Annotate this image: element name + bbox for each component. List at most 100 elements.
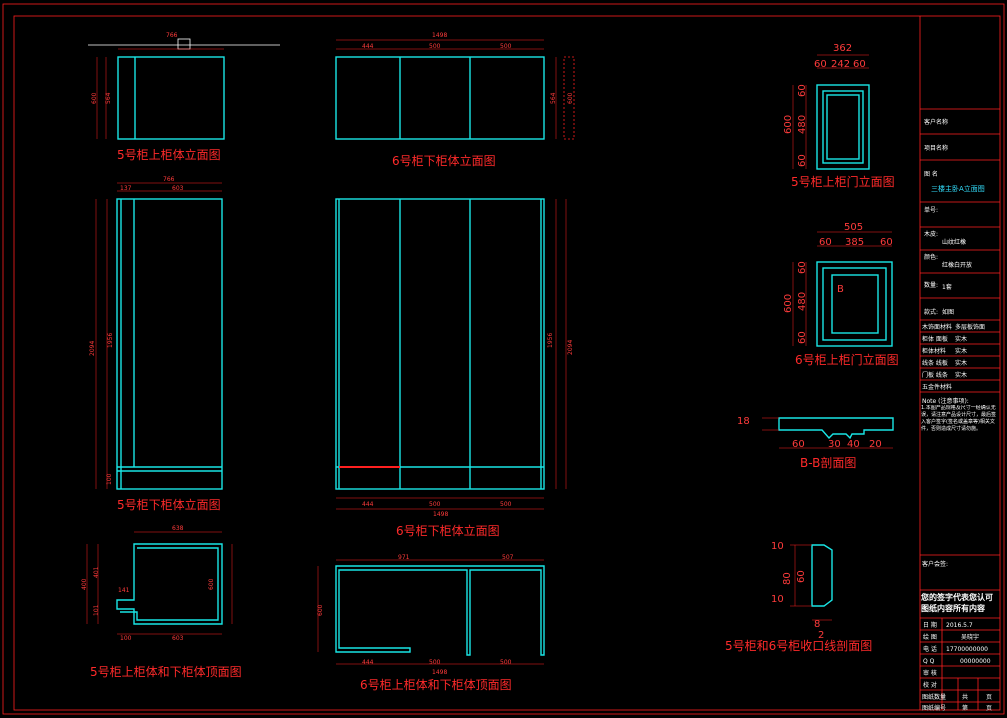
dim-plan5-h3: 141 bbox=[118, 587, 130, 594]
dim-sec-18: 18 bbox=[737, 416, 750, 427]
tb-mat-row-2-value: 实木 bbox=[955, 347, 967, 355]
tb-qq-value: 00000000 bbox=[960, 658, 991, 665]
dim-door6-h: 600 bbox=[783, 294, 794, 313]
caption-door-6: 6号柜上柜门立面图 bbox=[795, 352, 899, 367]
dim-plan5-h5: 600 bbox=[208, 578, 215, 590]
dim-trim-8: 8 bbox=[814, 619, 820, 630]
dim-low6-h: 1956 bbox=[547, 333, 554, 348]
tb-mat-row-0-value: 多层板饰面 bbox=[955, 323, 985, 331]
dim-low5-h: 2094 bbox=[89, 341, 96, 356]
tb-mat-row-3-label: 线条 线板 bbox=[922, 359, 948, 367]
tb-mat-row-3-value: 实木 bbox=[955, 359, 967, 367]
dim-sec-20: 20 bbox=[869, 439, 882, 450]
tb-reviewer-label: 校 对 bbox=[923, 681, 937, 689]
view-lower-6: 1956 2094 444 500 500 1498 6号柜下柜体立面图 bbox=[335, 198, 574, 538]
dim-sec-30: 30 bbox=[828, 439, 841, 450]
dim-low6-w: 1498 bbox=[433, 511, 448, 518]
tb-phone-value: 17700000000 bbox=[946, 646, 988, 653]
dim-plan6-d: 500 bbox=[429, 659, 441, 666]
dim-sec-60: 60 bbox=[792, 439, 805, 450]
tb-style-label: 款式: bbox=[924, 308, 938, 316]
caption-lower-6: 6号柜下柜体立面图 bbox=[396, 523, 500, 538]
dim-plan6-a: 971 bbox=[398, 554, 410, 561]
dim-top6-c: 500 bbox=[500, 43, 512, 50]
dim-trim-80: 80 bbox=[782, 572, 793, 585]
dim-low6-c: 500 bbox=[500, 501, 512, 508]
tb-pages-of: 共 bbox=[962, 693, 968, 701]
view-door-5: 362 60 242 60 600 60 480 60 5号柜上柜门立面图 bbox=[783, 43, 895, 189]
tb-date-value: 2016.5.7 bbox=[946, 622, 973, 629]
dim-low5-h2: 1956 bbox=[107, 333, 114, 348]
dim-door6-c: 60 bbox=[880, 237, 893, 248]
dim-top6-w: 1498 bbox=[432, 32, 447, 39]
dim-top5-h1: 600 bbox=[91, 92, 98, 104]
tb-wood-label: 木皮: bbox=[924, 230, 938, 238]
tb-qty-label: 数量: bbox=[924, 281, 938, 289]
tb-pages-unit: 页 bbox=[986, 694, 992, 701]
tb-materials: 木饰面材料 多层板饰面 柜体 面板 实木 柜体材料 实木 线条 线板 实木 门板… bbox=[922, 323, 985, 391]
tb-drawer-label: 绘 图 bbox=[923, 633, 937, 641]
caption-upper-5: 5号柜上柜体立面图 bbox=[117, 147, 221, 162]
view-upper-6: 1498 444 500 500 564 600 6号柜下柜体立面图 bbox=[335, 32, 575, 168]
dim-top6-h1: 564 bbox=[550, 92, 557, 104]
caption-section-bb: B-B剖面图 bbox=[800, 456, 856, 470]
tb-project-label: 项目名称 bbox=[924, 144, 948, 152]
dim-top6-b: 500 bbox=[429, 43, 441, 50]
dim-door6-a: 60 bbox=[819, 237, 832, 248]
view-trim-section: 10 80 60 10 8 2 5号柜和6号柜收口线剖面图 bbox=[725, 541, 872, 653]
dim-low5-a: 137 bbox=[120, 185, 132, 192]
tb-mat-row-4-value: 实木 bbox=[955, 371, 967, 379]
dim-door5-c: 60 bbox=[853, 59, 866, 70]
tb-check-label: 审 核 bbox=[923, 669, 937, 677]
tb-mat-row-0-label: 木饰面材料 bbox=[922, 323, 952, 331]
dim-low5-w: 766 bbox=[163, 176, 175, 183]
dim-top6-a: 444 bbox=[362, 43, 374, 50]
dim-top5-w: 766 bbox=[166, 32, 178, 39]
tb-date-label: 日 期 bbox=[923, 621, 937, 629]
drawing-inner-border bbox=[13, 15, 1001, 711]
dim-plan6-c: 444 bbox=[362, 659, 374, 666]
view-plan-6: 971 507 444 500 500 1498 600 6号柜上柜体和下柜体顶… bbox=[317, 554, 545, 692]
tb-drawer-value: 吴晓宇 bbox=[961, 633, 979, 641]
view-plan-5: 638 100 603 400 401 141 101 600 5号柜上柜体和下… bbox=[81, 525, 242, 679]
section-mark-b: B bbox=[837, 284, 844, 295]
caption-plan-6: 6号柜上柜体和下柜体顶面图 bbox=[360, 678, 512, 692]
tb-qty-value: 1套 bbox=[942, 283, 952, 291]
tb-drawing-name-label: 图 名 bbox=[924, 170, 938, 178]
tb-customer-label: 客户名称 bbox=[924, 118, 948, 126]
caption-lower-5: 5号柜下柜体立面图 bbox=[117, 497, 221, 512]
dim-plan6-b: 507 bbox=[502, 554, 514, 561]
view-section-bb: 18 60 30 40 20 B-B剖面图 bbox=[737, 416, 894, 470]
tb-style-value: 如图 bbox=[942, 308, 954, 316]
dim-plan5-w: 638 bbox=[172, 525, 184, 532]
dim-door6-b: 385 bbox=[845, 237, 864, 248]
dim-door6-h3: 60 bbox=[797, 331, 808, 344]
tb-customer-sign-label: 客户会签: bbox=[922, 560, 948, 568]
dim-plan6-e: 500 bbox=[500, 659, 512, 666]
tb-color-label: 颜色: bbox=[924, 253, 938, 261]
tb-color-value: 红橡白开放 bbox=[942, 261, 972, 269]
view-lower-5: 766 137 603 2094 1956 100 5号柜下柜体立面图 bbox=[89, 176, 223, 512]
tb-note-title: Note (注意事项): bbox=[922, 397, 969, 405]
dim-door5-h3: 60 bbox=[797, 154, 808, 167]
tb-page-no: 第 bbox=[962, 704, 968, 712]
tb-mat-row-4-label: 门板 线条 bbox=[922, 371, 948, 379]
dim-trim-10a: 10 bbox=[771, 541, 784, 552]
dim-door5-a: 60 bbox=[814, 59, 827, 70]
dim-door6-h2: 480 bbox=[797, 292, 808, 311]
dim-door5-h1: 60 bbox=[797, 84, 808, 97]
tb-confirm-box: 您的签字代表您认可图纸内容所有内容 bbox=[921, 593, 993, 613]
drawing-border bbox=[2, 3, 1005, 715]
caption-plan-5: 5号柜上柜体和下柜体顶面图 bbox=[90, 665, 242, 679]
tb-mat-row-2-label: 柜体材料 bbox=[922, 347, 946, 355]
dim-plan6-w: 1498 bbox=[432, 669, 447, 676]
dim-door5-h: 600 bbox=[783, 115, 794, 134]
tb-qq-label: Q Q bbox=[923, 658, 935, 665]
dim-low6-h2: 2094 bbox=[567, 340, 574, 355]
tb-order-label: 单号: bbox=[924, 206, 938, 214]
tb-pages-label: 图纸数量 bbox=[922, 693, 946, 701]
dim-plan6-h: 600 bbox=[317, 604, 324, 616]
tb-page-label: 图纸编号 bbox=[922, 704, 946, 712]
dim-top5-h2: 564 bbox=[105, 92, 112, 104]
